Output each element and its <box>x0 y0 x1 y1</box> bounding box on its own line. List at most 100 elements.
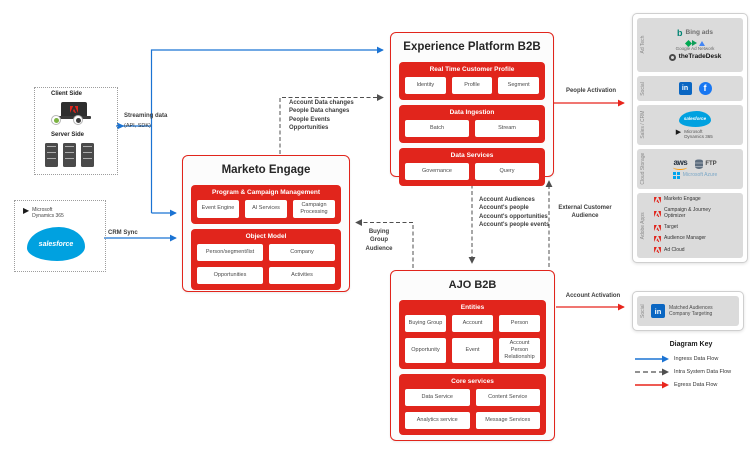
streaming-data-label: Streaming data (API, SDK) <box>124 112 167 131</box>
dynamics-dest-icon: ▶ <box>675 128 682 136</box>
sales-crm-section-label: Sales / CRM <box>640 111 646 140</box>
intra-arrow-sample <box>635 368 669 375</box>
dynamics-source: ▶ Microsoft Dynamics 365 <box>23 207 66 220</box>
streaming-line2: (API, SDK) <box>124 123 151 130</box>
flow-line: People Data changes <box>289 108 350 115</box>
google-ad-network-label: Google Ad Network <box>675 46 715 51</box>
adobe-app-row: Marketo Engage <box>650 196 740 204</box>
platform-module-rtcp: Real Time Customer Profile Identity Prof… <box>399 62 545 100</box>
account-activation-label: Account Activation <box>565 293 621 299</box>
item-person: Person <box>498 314 541 333</box>
item-account: Account <box>451 314 494 333</box>
tradedesk-row: theTradeDesk <box>668 52 722 61</box>
aws-icon: aws <box>673 158 688 170</box>
module-title: Object Model <box>245 232 287 240</box>
ajo-module-core-services: Core services Data Service Content Servi… <box>399 373 546 435</box>
crm-sync-label: CRM Sync <box>108 230 138 236</box>
dest-section-sales-crm: Sales / CRM salesforce ▶ Microsoft Dynam… <box>637 105 743 145</box>
external-customer-audience-label: External Customer Audience <box>558 205 612 220</box>
account-social-label: Social <box>640 304 646 318</box>
azure-row: Microsoft Azure <box>672 171 718 179</box>
item-query: Query <box>474 162 540 181</box>
module-title: Data Services <box>450 152 494 159</box>
server-icon <box>81 143 94 167</box>
adobe-app-row: Campaign & Journey Optimizer <box>650 208 740 220</box>
adobe-icon <box>654 197 661 204</box>
google-ad-network-row: Google Ad Network <box>675 39 715 52</box>
adobe-icon <box>654 236 661 243</box>
item-stream: Stream <box>474 119 540 138</box>
key-row-ingress: Ingress Data Flow <box>634 352 748 365</box>
aws-ftp-row: aws FTP <box>673 158 717 170</box>
adobe-app-label: Target <box>664 224 678 231</box>
key-row-egress: Egress Data Flow <box>634 378 748 391</box>
android-icon <box>51 115 61 125</box>
marketo-title: Marketo Engage <box>221 164 311 176</box>
marketo-module-object-model: Object Model Person/segment/list Company… <box>191 228 341 290</box>
marketo-box: Marketo Engage Program & Campaign Manage… <box>182 155 350 292</box>
item-profile: Profile <box>450 76 494 95</box>
module-title: Program & Campaign Management <box>212 189 320 196</box>
diagram-key-title: Diagram Key <box>669 341 713 348</box>
adobe-app-label: Marketo Engage <box>664 196 701 203</box>
salesforce-dest-icon: salesforce <box>679 110 711 127</box>
item-opportunity: Opportunity <box>404 337 447 364</box>
egress-key-label: Egress Data Flow <box>674 381 718 388</box>
adobe-icon <box>70 105 78 113</box>
adobe-app-row: Ad Cloud <box>650 246 740 254</box>
cloud-storage-section-label: Cloud Storage <box>640 152 646 185</box>
company-targeting-label: Company Targeting <box>669 311 713 317</box>
salesforce-label: salesforce <box>38 240 74 248</box>
bing-ads-label: Bing ads <box>685 29 713 37</box>
item-event-engine: Event Engine <box>196 199 240 219</box>
server-side-label: Server Side <box>51 132 85 138</box>
server-icon <box>45 143 58 167</box>
linkedin-icon: in <box>678 81 692 95</box>
tradedesk-label: theTradeDesk <box>678 52 722 60</box>
adobe-app-row: Audience Manager <box>650 236 740 243</box>
platform-to-ajo-label: Account Audiences Account's people Accou… <box>479 196 549 229</box>
platform-module-services: Data Services Governance Query <box>399 148 545 186</box>
dest-section-cloud-storage: Cloud Storage aws FTP Microsoft Azure <box>637 148 743 189</box>
item-account-person-relationship: Account Person Relationship <box>498 337 541 364</box>
flow-line: People Events <box>289 116 331 123</box>
bing-ads-row: b Bing ads <box>677 29 713 38</box>
google-ad-network-icon <box>684 39 705 47</box>
egress-arrow-sample <box>635 381 669 388</box>
account-social-section: Social in Matched Audiences Company Targ… <box>637 296 739 326</box>
item-identity: Identity <box>404 76 447 95</box>
item-activities: Activities <box>268 265 336 285</box>
adobe-icon <box>654 225 661 232</box>
item-data-service: Data Service <box>404 387 471 407</box>
platform-box: Experience Platform B2B Real Time Custom… <box>390 32 554 186</box>
item-segment: Segment <box>497 76 540 95</box>
dest-section-adobe-apps: Adobe Apps Marketo Engage Campaign & Jou… <box>637 192 743 259</box>
adobe-app-label: Ad Cloud <box>664 246 685 253</box>
adobe-app-row: Target <box>650 224 740 232</box>
adobe-apps-section-label: Adobe Apps <box>640 211 646 239</box>
module-title: Core services <box>451 377 494 385</box>
apple-icon <box>73 115 83 125</box>
item-analytics-service: Analytics service <box>404 410 471 430</box>
item-person-segment-list: Person/segment/list <box>196 242 264 262</box>
salesforce-icon: salesforce <box>27 227 85 261</box>
dest-section-adtech: Ad Tech b Bing ads Google Ad Network the… <box>637 18 743 72</box>
matched-audiences-label: Matched Audiences <box>669 304 713 311</box>
dynamics-label: Microsoft Dynamics 365 <box>32 207 64 219</box>
laptop-icon <box>61 102 87 116</box>
module-title: Data Ingestion <box>449 109 495 116</box>
module-title: Entities <box>460 304 485 311</box>
dynamics-dest-label: Microsoft Dynamics 365 <box>684 128 713 140</box>
item-message-services: Message Services <box>474 410 541 430</box>
item-content-service: Content Service <box>474 387 541 407</box>
azure-label: Microsoft Azure <box>682 171 718 178</box>
ingress-arrow-sample <box>635 355 669 362</box>
item-campaign-processing: Campaign Processing <box>292 199 336 219</box>
key-row-intra: Intra System Data Flow <box>634 365 748 378</box>
people-activation-label: People Activation <box>565 88 617 94</box>
ftp-icon <box>695 159 704 170</box>
platform-title: Experience Platform B2B <box>403 41 541 53</box>
marketo-to-platform-label: Account Data changes People Data changes… <box>289 99 354 132</box>
ajo-module-entities: Entities Buying Group Account Person Opp… <box>399 300 546 369</box>
dest-section-social: Social in f <box>637 75 743 102</box>
